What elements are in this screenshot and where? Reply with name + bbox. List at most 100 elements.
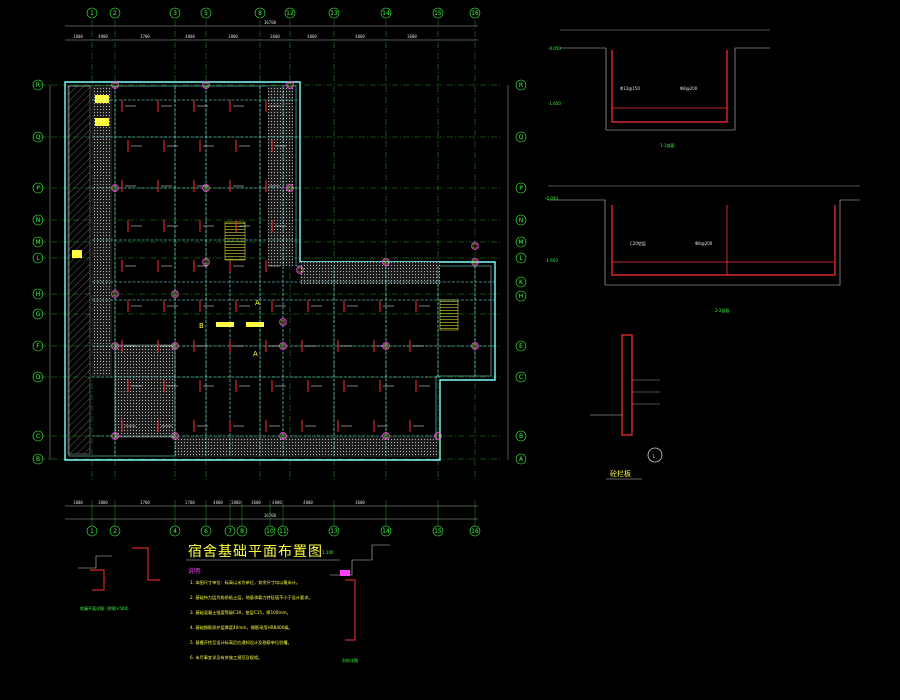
axis-label-bottom: 6: [204, 528, 208, 535]
drawing-scale: 1:100: [322, 550, 334, 555]
bottom-dim-text: 3600: [355, 500, 365, 505]
section-2-2: -0.050 -1.650 Φ8@200 C20垫层 2-2剖面: [545, 185, 860, 313]
column-box: [280, 343, 286, 349]
axis-bubble-right: [515, 252, 527, 264]
axis-bubble-right: [515, 79, 527, 91]
note-item: 3. 基础混凝土强度等级C30，垫层C15，厚100mm。: [190, 609, 291, 616]
section1-ground-line: [560, 47, 770, 131]
column-box: [172, 433, 178, 439]
axis-bubble-bottom: [224, 525, 236, 537]
axis-label-bottom: 4: [173, 528, 177, 535]
axis-bubble-right: [515, 236, 527, 248]
column-box: [203, 82, 209, 88]
axis-bubble-bottom: [200, 525, 212, 537]
parapet-index-number: 1: [653, 454, 656, 459]
axis-bubble-left: [32, 214, 44, 226]
step-marker: [340, 570, 350, 576]
pile-marker: [111, 342, 119, 350]
stippled-zone-left: [92, 86, 112, 376]
bottom-dim-text: 3800: [98, 500, 108, 505]
section-1-1: -0.050 -1.650 Φ8@200 Φ12@150 1-1剖面: [548, 29, 770, 148]
axis-label-top: 16: [471, 10, 479, 17]
pile-marker: [171, 432, 179, 440]
axis-bubble-right: [515, 371, 527, 383]
axis-label-left: C: [36, 433, 40, 440]
step-rebar: [345, 579, 356, 641]
column-box: [112, 82, 118, 88]
axis-bubble-right: [515, 276, 527, 288]
axis-label-top: 15: [434, 10, 442, 17]
axis-bubble-bottom: [236, 525, 248, 537]
axis-bubble-top: [284, 7, 296, 19]
axis-bubble-bottom: [469, 525, 481, 537]
top-dim-text: 1800: [73, 34, 83, 39]
axis-label-right: B: [519, 433, 523, 440]
top-dim-text: 3600: [270, 34, 280, 39]
bottom-dim-text: 3700: [140, 500, 150, 505]
parapet-title: 砼栏板: [610, 469, 631, 478]
axis-label-top: 14: [382, 10, 390, 17]
axis-bubble-bottom: [432, 525, 444, 537]
pile-marker: [471, 242, 479, 250]
drain-outline: [78, 555, 112, 569]
pile-marker: [471, 258, 479, 266]
column-box: [472, 243, 478, 249]
stippled-zone-bottom: [175, 437, 437, 457]
axis-label-left: B: [36, 456, 40, 463]
building-outline: [64, 81, 496, 461]
axis-bubble-bottom: [264, 525, 276, 537]
yellow-block-5: [246, 322, 264, 327]
yellow-block-3: [72, 250, 82, 258]
axis-bubble-right: [515, 214, 527, 226]
bottom-dim-text: 4800: [303, 500, 313, 505]
bottom-dim-text: 3600: [251, 500, 261, 505]
pile-marker: [382, 432, 390, 440]
column-box: [472, 259, 478, 265]
axis-label-left: L: [36, 255, 40, 262]
pile-marker: [279, 432, 287, 440]
column-box: [297, 267, 303, 273]
step-detail-title: 台阶详图: [342, 657, 358, 663]
column-box: [435, 433, 441, 439]
axis-bubble-left: [32, 340, 44, 352]
axis-label-left: G: [36, 311, 41, 318]
column-box: [472, 343, 478, 349]
note-item: 2. 基础持力层为粉质粘土层，地基承载力特征值不小于设计要求。: [190, 594, 313, 601]
axis-label-bottom: 15: [434, 528, 442, 535]
axis-bubble-left: [32, 453, 44, 465]
column-box: [112, 343, 118, 349]
pile-marker: [382, 258, 390, 266]
axis-label-bottom: 10: [266, 528, 274, 535]
axis-bubble-top: [432, 7, 444, 19]
axis-bubble-right: [515, 131, 527, 143]
axis-bubble-right: [515, 340, 527, 352]
pile-marker: [286, 81, 294, 89]
stair-2: [439, 299, 459, 331]
axis-bubble-top: [169, 7, 181, 19]
column-box: [383, 433, 389, 439]
section2-rebar: [611, 205, 836, 276]
pile-marker: [111, 432, 119, 440]
axis-label-left: M: [35, 239, 40, 246]
axis-label-top: 5: [204, 10, 208, 17]
axis-bubble-bottom: [169, 525, 181, 537]
axis-bubble-top: [86, 7, 98, 19]
drain-detail-title: 地漏平面详图（附图×500）: [80, 605, 131, 611]
column-box: [287, 185, 293, 191]
axis-bubble-right: [515, 290, 527, 302]
axis-label-right: A: [519, 456, 524, 463]
left-retaining-strip: [67, 85, 91, 455]
top-dim-text: 4800: [355, 34, 365, 39]
bottom-dim-text: 4800: [213, 500, 223, 505]
room-label-a: A: [255, 299, 260, 307]
stippled-zone-lower-left: [114, 344, 176, 438]
column-box: [280, 433, 286, 439]
drain-rebar-2: [132, 547, 160, 581]
column-box: [280, 319, 286, 325]
pile-marker: [171, 290, 179, 298]
column-box: [383, 259, 389, 265]
pile-marker: [286, 184, 294, 192]
pile-marker: [111, 81, 119, 89]
drain-detail: 地漏平面详图（附图×500）: [78, 547, 160, 611]
